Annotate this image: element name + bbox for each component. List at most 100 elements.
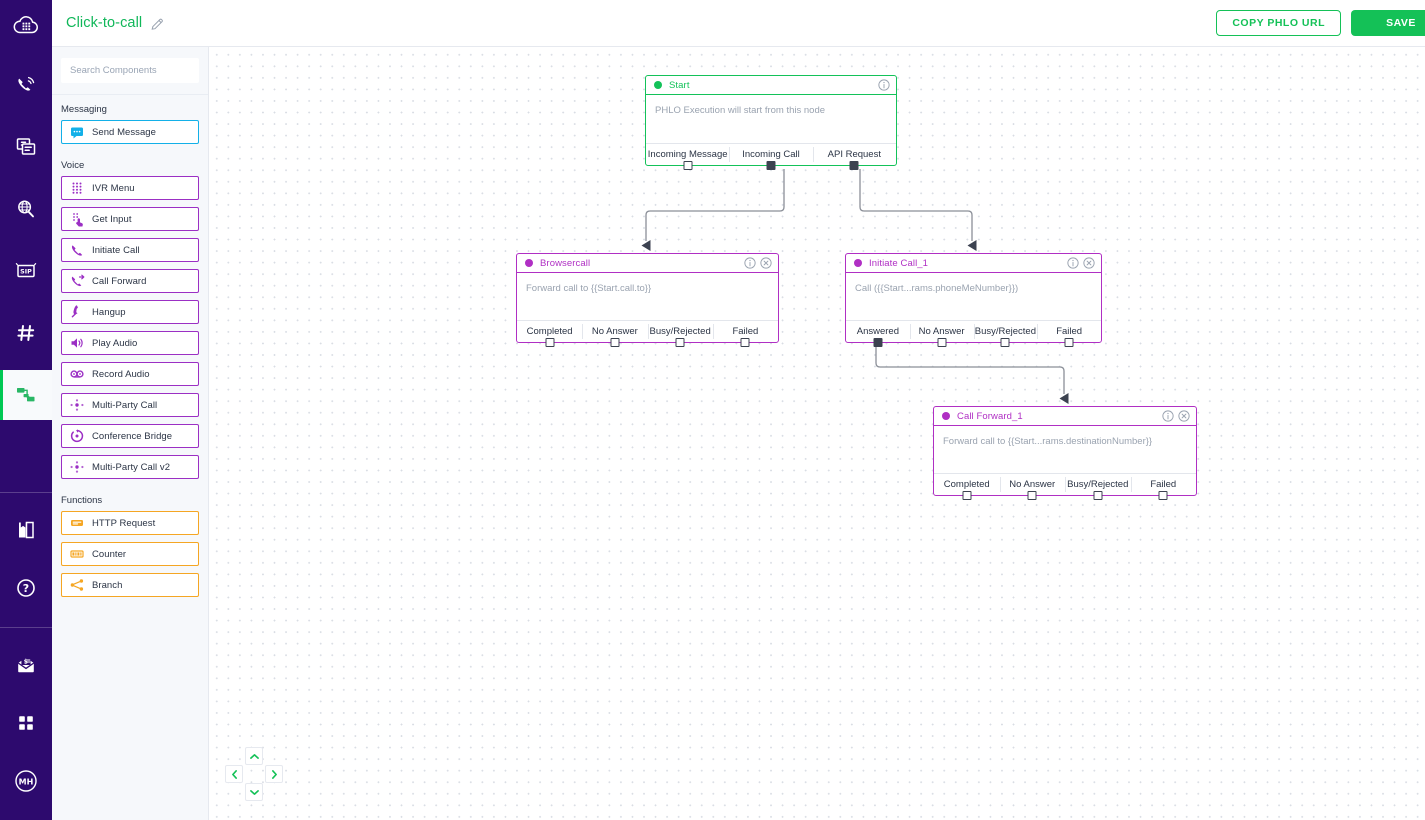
port-failed[interactable]: Failed xyxy=(1130,474,1197,500)
save-button[interactable]: SAVE xyxy=(1351,10,1425,36)
node-header[interactable]: Call Forward_1 xyxy=(934,407,1196,426)
port-connector[interactable] xyxy=(1158,491,1168,500)
info-icon[interactable] xyxy=(1067,257,1079,269)
port-failed[interactable]: Failed xyxy=(1037,321,1101,347)
component-send-message[interactable]: Send Message xyxy=(61,120,199,144)
component-multi-party-call-v2[interactable]: Multi-Party Call v2 xyxy=(61,455,199,479)
chat-bubbles-icon[interactable] xyxy=(0,122,52,172)
port-answered[interactable]: Answered xyxy=(846,321,910,347)
port-connector[interactable] xyxy=(937,338,947,347)
node-status-dot xyxy=(654,81,662,89)
wire-start-to-browsercall xyxy=(641,169,785,251)
close-icon[interactable] xyxy=(1083,257,1095,269)
port-no-answer[interactable]: No Answer xyxy=(582,321,647,347)
node-title: Start xyxy=(669,79,690,91)
hash-icon[interactable] xyxy=(0,308,52,358)
copy-phlo-url-button[interactable]: COPY PHLO URL xyxy=(1216,10,1341,36)
port-connector[interactable] xyxy=(683,161,693,170)
port-connector[interactable] xyxy=(675,338,685,347)
info-icon[interactable] xyxy=(1162,410,1174,422)
port-busy-rejected[interactable]: Busy/Rejected xyxy=(1065,474,1131,500)
component-record-audio[interactable]: Record Audio xyxy=(61,362,199,386)
component-http-request[interactable]: HTTP Request xyxy=(61,511,199,535)
node-description: Forward call to {{Start.call.to}} xyxy=(526,283,652,294)
component-hangup[interactable]: Hangup xyxy=(61,300,199,324)
port-completed[interactable]: Completed xyxy=(934,474,1000,500)
branch-icon xyxy=(62,577,92,593)
port-connector[interactable] xyxy=(873,338,883,347)
counter-icon xyxy=(62,546,92,562)
port-busy-rejected[interactable]: Busy/Rejected xyxy=(647,321,713,347)
grid-apps-icon[interactable] xyxy=(0,698,52,748)
svg-text:?: ? xyxy=(23,582,29,595)
port-connector[interactable] xyxy=(1064,338,1074,347)
port-incoming-call[interactable]: Incoming Call xyxy=(729,144,812,170)
port-connector[interactable] xyxy=(1093,491,1103,500)
port-connector[interactable] xyxy=(740,338,750,347)
info-icon[interactable] xyxy=(744,257,756,269)
info-icon[interactable] xyxy=(878,79,890,91)
question-circle-icon[interactable]: ? xyxy=(0,563,52,613)
sidebar-item-phlo[interactable] xyxy=(0,370,52,420)
component-counter[interactable]: Counter xyxy=(61,542,199,566)
component-play-audio[interactable]: Play Audio xyxy=(61,331,199,355)
port-connector[interactable] xyxy=(545,338,555,347)
plivo-cloud-icon[interactable] xyxy=(0,0,52,48)
avatar[interactable]: MH xyxy=(0,756,52,806)
close-icon[interactable] xyxy=(1178,410,1190,422)
port-connector[interactable] xyxy=(1000,338,1010,347)
component-branch[interactable]: Branch xyxy=(61,573,199,597)
port-connector[interactable] xyxy=(1027,491,1037,500)
node-header[interactable]: Start xyxy=(646,76,896,95)
component-ivr-menu[interactable]: IVR Menu xyxy=(61,176,199,200)
port-api-request[interactable]: API Request xyxy=(812,144,896,170)
component-conference-bridge[interactable]: Conference Bridge xyxy=(61,424,199,448)
component-label: Multi-Party Call v2 xyxy=(92,461,171,473)
component-label: Send Message xyxy=(92,126,156,138)
port-failed[interactable]: Failed xyxy=(712,321,778,347)
port-completed[interactable]: Completed xyxy=(517,321,582,347)
component-call-forward[interactable]: Call Forward xyxy=(61,269,199,293)
node-actions xyxy=(744,257,772,269)
phone-waves-icon[interactable] xyxy=(0,60,52,110)
port-busy-rejected[interactable]: Busy/Rejected xyxy=(973,321,1038,347)
port-connector[interactable] xyxy=(962,491,972,500)
port-connector[interactable] xyxy=(610,338,620,347)
port-no-answer[interactable]: No Answer xyxy=(999,474,1066,500)
port-incoming-message[interactable]: Incoming Message xyxy=(646,144,729,170)
close-icon[interactable] xyxy=(760,257,772,269)
chevron-up-icon[interactable] xyxy=(245,747,263,765)
port-no-answer[interactable]: No Answer xyxy=(909,321,974,347)
search-input[interactable] xyxy=(61,58,199,83)
chevron-down-icon[interactable] xyxy=(245,783,263,801)
globe-search-icon[interactable] xyxy=(0,184,52,234)
chevron-right-icon[interactable] xyxy=(265,765,283,783)
component-get-input[interactable]: Get Input xyxy=(61,207,199,231)
component-initiate-call[interactable]: Initiate Call xyxy=(61,238,199,262)
node-header[interactable]: Browsercall xyxy=(517,254,778,273)
nav-divider-bottom xyxy=(0,627,52,628)
component-multi-party-call[interactable]: Multi-Party Call xyxy=(61,393,199,417)
node-header[interactable]: Initiate Call_1 xyxy=(846,254,1101,273)
port-connector[interactable] xyxy=(849,161,859,170)
wire-start-to-initiate-call xyxy=(859,169,977,251)
book-icon[interactable] xyxy=(0,505,52,555)
port-label: Incoming Call xyxy=(742,149,800,160)
sip-icon[interactable]: SIP xyxy=(0,246,52,296)
billing-envelope-icon[interactable]: $ xyxy=(0,640,52,690)
node-actions xyxy=(1162,410,1190,422)
pan-control xyxy=(225,747,283,805)
component-label: Record Audio xyxy=(92,368,150,380)
pencil-icon[interactable] xyxy=(151,17,164,30)
port-connector[interactable] xyxy=(766,161,776,170)
multiparty-icon xyxy=(62,397,92,413)
node-description: Forward call to {{Start...rams.destinati… xyxy=(943,436,1153,447)
chevron-left-icon[interactable] xyxy=(225,765,243,783)
